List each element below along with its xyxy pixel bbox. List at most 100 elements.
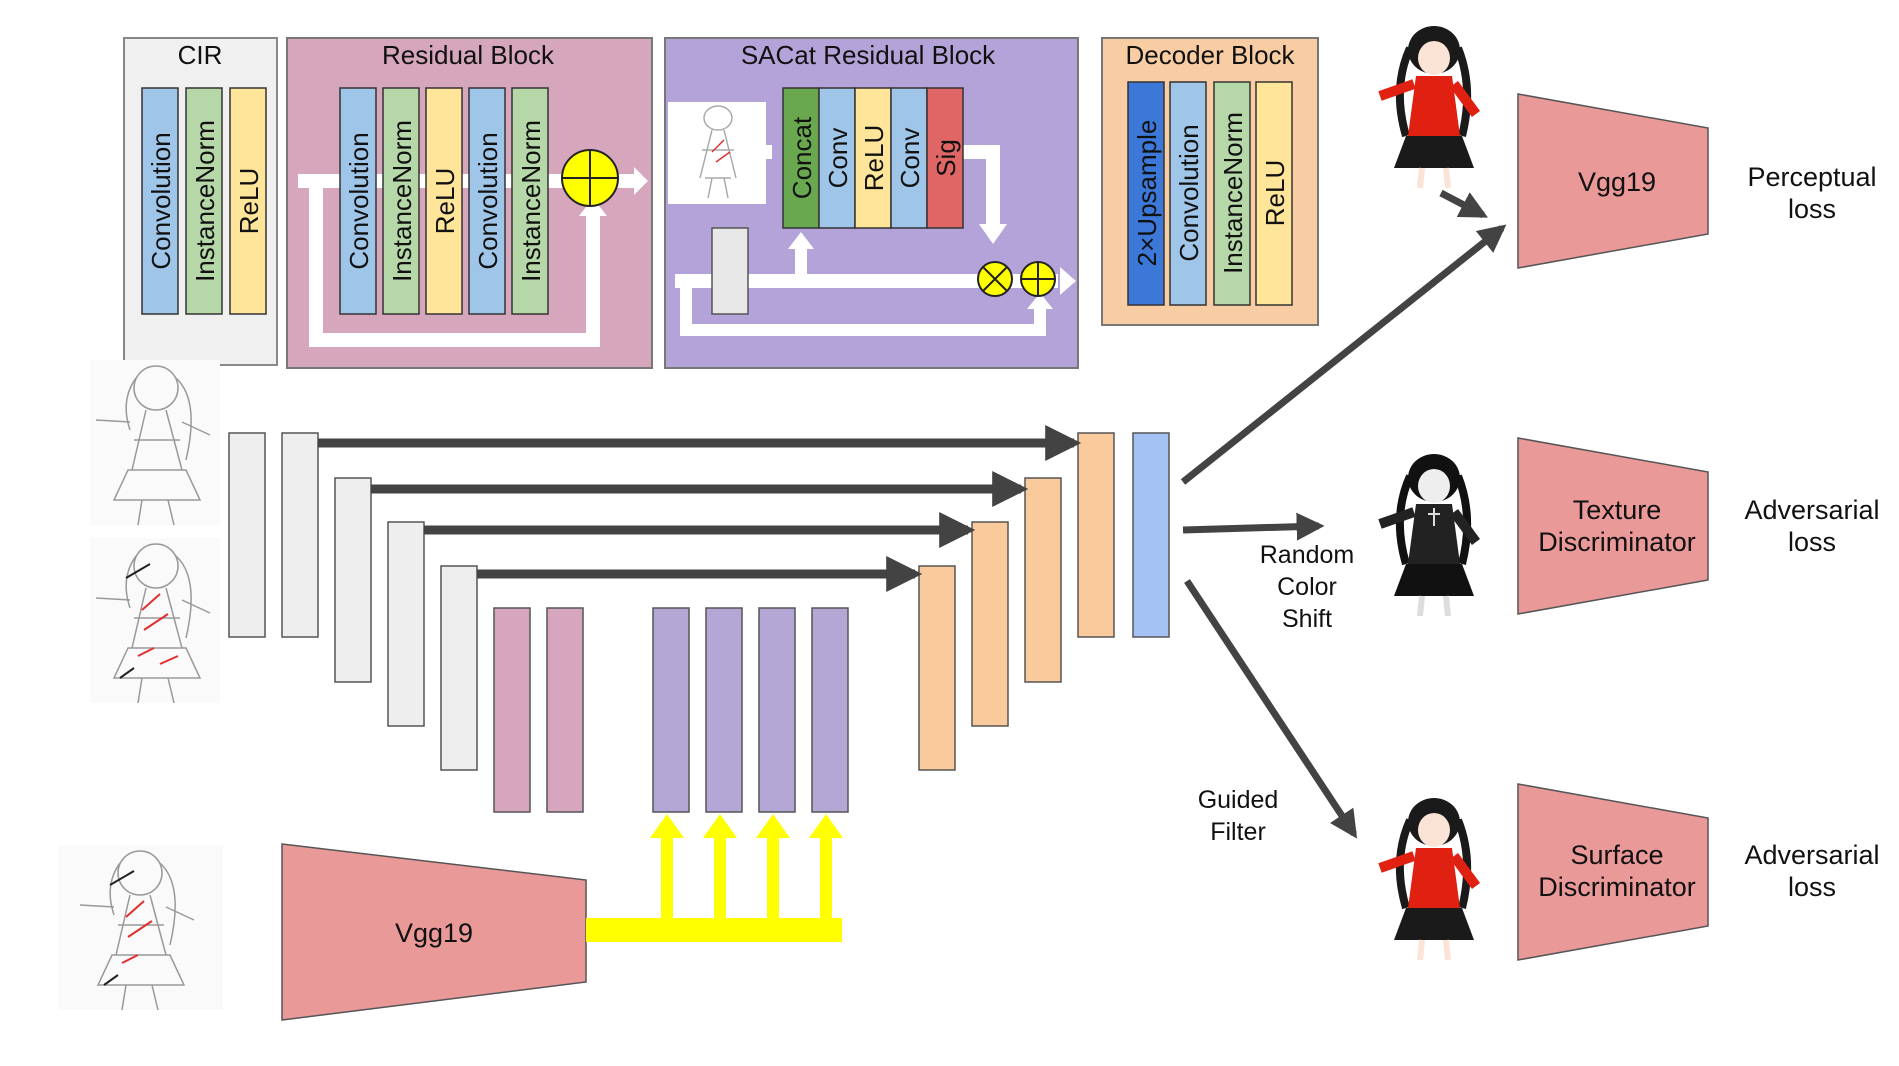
sacat-feature-box	[711, 227, 749, 315]
decoder-layer-label: 2×Upsample	[1132, 120, 1162, 267]
decoder-feature-bar	[918, 565, 956, 771]
branch-arrow-surface	[1184, 579, 1358, 839]
residual-layer-label: InstanceNorm	[387, 120, 417, 282]
decoder-title: Decoder Block	[1125, 40, 1295, 70]
branch-arrow-perceptual	[1180, 224, 1507, 485]
residual-block: Residual Block Convolution InstanceNorm …	[286, 37, 653, 369]
vgg-feature-injection	[586, 814, 843, 942]
sacat-layer-label: Concat	[787, 116, 817, 199]
residual-layer-instancenorm-2: InstanceNorm	[511, 87, 549, 315]
cir-layer-label: ReLU	[234, 168, 264, 234]
svg-text:loss: loss	[1788, 872, 1836, 902]
svg-text:Perceptual: Perceptual	[1747, 162, 1876, 192]
residual-skip-path	[309, 182, 600, 347]
decoder-layer-label: InstanceNorm	[1218, 112, 1248, 274]
svg-text:Filter: Filter	[1210, 818, 1266, 846]
residual-layer-instancenorm: InstanceNorm	[382, 87, 420, 315]
grayscale-output-image	[1378, 454, 1481, 617]
sacat-layer-conv-2: Conv	[890, 87, 928, 229]
perceptual-loss-label: Perceptual loss	[1747, 162, 1876, 224]
cir-layer-convolution: Convolution	[141, 87, 179, 315]
sacat-residual-block: SACat Residual Block Concat Conv ReLU	[664, 37, 1079, 369]
svg-text:Guided: Guided	[1198, 786, 1279, 814]
svg-text:Random: Random	[1260, 541, 1355, 569]
random-color-shift-label: Random Color Shift	[1260, 541, 1355, 633]
vgg-input-sketch-image	[58, 845, 223, 1011]
sacat-feature-bar	[811, 607, 849, 813]
decoder-layer-relu: ReLU	[1255, 81, 1293, 306]
surface-discriminator: Surface Discriminator	[1517, 783, 1709, 961]
sacat-layer-label: ReLU	[859, 125, 889, 191]
residual-feature-bar	[546, 607, 584, 813]
decoder-layer-upsample: 2×Upsample	[1127, 81, 1165, 306]
sacat-output-arrowhead	[1060, 267, 1076, 295]
residual-layer-relu: ReLU	[425, 87, 463, 315]
residual-layer-convolution-2: Convolution	[468, 87, 506, 315]
encoder-feature-bar	[387, 521, 425, 727]
encoder-feature-bar	[334, 477, 372, 683]
surface-loss-label: Adversarial loss	[1744, 840, 1879, 902]
decoder-feature-bar	[971, 521, 1009, 727]
residual-layer-label: InstanceNorm	[516, 120, 546, 282]
residual-layer-label: Convolution	[473, 132, 503, 269]
input-sketch-image	[90, 360, 220, 526]
decoder-feature-bar	[1077, 432, 1115, 638]
sacat-feature-bar	[758, 607, 796, 813]
texture-discriminator: Texture Discriminator	[1517, 437, 1709, 615]
encoder-feature-bar	[281, 432, 319, 638]
svg-text:Color: Color	[1277, 573, 1337, 601]
sacat-layer-conv: Conv	[818, 87, 856, 229]
output-to-vgg-arrow	[1439, 189, 1488, 219]
decoder-layer-label: ReLU	[1260, 160, 1290, 226]
multiply-icon	[977, 261, 1013, 297]
surface-discriminator-label: Surface	[1570, 840, 1663, 870]
perceptual-vgg19: Vgg19	[1517, 93, 1709, 269]
add-icon	[561, 149, 619, 207]
residual-layer-label: Convolution	[344, 132, 374, 269]
decoder-block: Decoder Block 2×Upsample Convolution Ins…	[1101, 37, 1319, 326]
surface-discriminator-label: Discriminator	[1538, 872, 1696, 902]
residual-layer-convolution: Convolution	[339, 87, 377, 315]
texture-discriminator-label: Discriminator	[1538, 527, 1696, 557]
svg-text:loss: loss	[1788, 194, 1836, 224]
residual-feature-bar	[493, 607, 531, 813]
sacat-layer-sig: Sig	[926, 87, 964, 229]
guided-filter-label: Guided Filter	[1198, 786, 1279, 846]
cir-block: CIR Convolution InstanceNorm ReLU	[123, 37, 278, 366]
sacat-loop-path	[958, 145, 1000, 226]
residual-layer-label: ReLU	[430, 168, 460, 234]
cir-layer-instancenorm: InstanceNorm	[185, 87, 223, 315]
sacat-layer-concat: Concat	[782, 87, 820, 229]
residual-title: Residual Block	[382, 40, 555, 70]
colorized-output-image	[1378, 26, 1481, 189]
cir-title: CIR	[178, 40, 223, 70]
cir-layer-label: InstanceNorm	[190, 120, 220, 282]
decoder-layer-instancenorm: InstanceNorm	[1213, 81, 1251, 306]
svg-text:Shift: Shift	[1282, 605, 1332, 633]
cir-layer-label: Convolution	[146, 132, 176, 269]
output-feature-bar	[1132, 432, 1170, 638]
sacat-title: SACat Residual Block	[741, 40, 996, 70]
texture-discriminator-label: Texture	[1573, 495, 1662, 525]
hint-sketch-image	[90, 538, 220, 704]
encoder-feature-bar	[440, 565, 478, 771]
residual-output-arrowhead	[634, 167, 648, 195]
sacat-layer-relu: ReLU	[854, 87, 892, 229]
sacat-feature-bar	[705, 607, 743, 813]
perceptual-vgg19-label: Vgg19	[1578, 167, 1656, 197]
svg-text:Adversarial: Adversarial	[1744, 840, 1879, 870]
vgg19-encoder: Vgg19	[281, 843, 587, 1021]
guided-filtered-output-image	[1378, 798, 1481, 961]
sacat-arrowhead-down	[979, 224, 1007, 244]
sacat-skip-arrowhead	[1027, 293, 1053, 309]
sacat-skip-path	[680, 281, 1046, 336]
decoder-feature-bar	[1024, 477, 1062, 683]
texture-loss-label: Adversarial loss	[1744, 495, 1879, 557]
cir-layer-relu: ReLU	[229, 87, 267, 315]
sacat-layer-label: Sig	[931, 139, 961, 177]
encoder-feature-bar	[228, 432, 266, 638]
residual-skip-arrowhead	[579, 198, 607, 216]
sacat-concat-arrowhead	[788, 232, 814, 249]
sacat-layer-label: Conv	[823, 128, 853, 189]
